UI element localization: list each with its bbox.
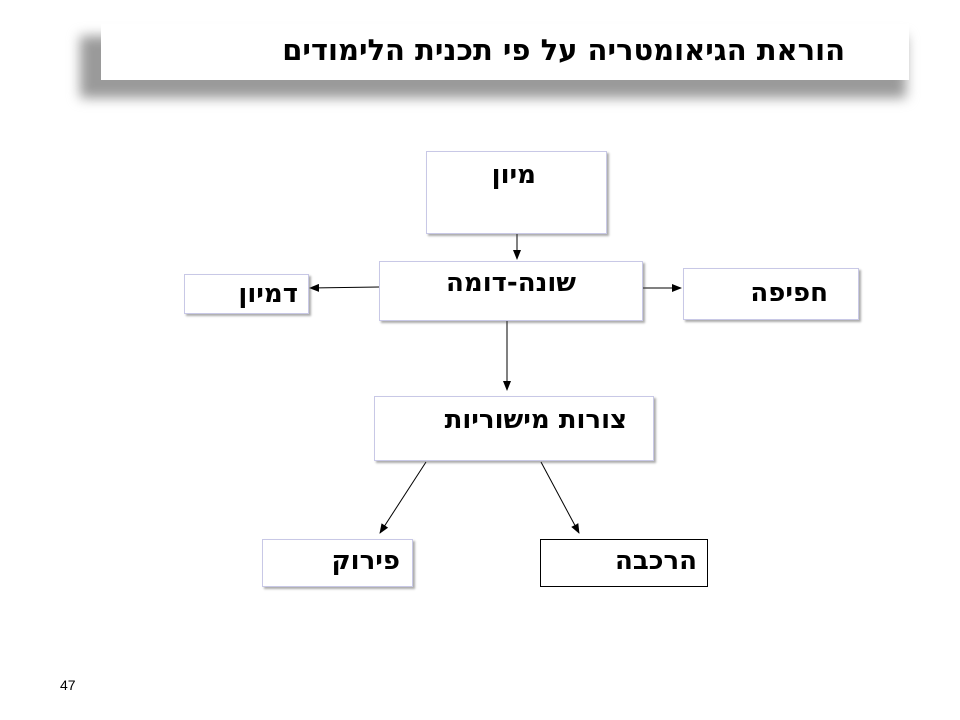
arrow-different-similar-to-similarity [309,283,380,292]
node-plane-shapes: צורות מישוריות [374,396,654,461]
arrow-plane-shapes-to-decomposition [379,461,427,534]
node-decomposition-label: פירוק [331,546,400,576]
node-similarity: דמיון [184,274,309,314]
node-congruence-label: חפיפה [750,278,828,308]
node-sorting: מיון [426,151,607,234]
node-different-similar: שונה-דומה [379,261,643,321]
node-composition: הרכבה [540,539,708,587]
node-congruence: חפיפה [683,268,859,320]
node-similarity-label: דמיון [238,279,298,309]
title-box: הוראת הגיאומטריה על פי תכנית הלימודים [101,24,909,80]
arrow-plane-shapes-to-composition [540,461,580,534]
node-composition-label: הרכבה [615,546,697,576]
node-plane-shapes-label: צורות מישוריות [444,405,627,435]
node-sorting-label: מיון [491,160,536,190]
page-number: 47 [60,677,76,693]
page-title: הוראת הגיאומטריה על פי תכנית הלימודים [282,33,845,67]
node-decomposition: פירוק [262,539,413,587]
node-different-similar-label: שונה-דומה [446,268,576,298]
